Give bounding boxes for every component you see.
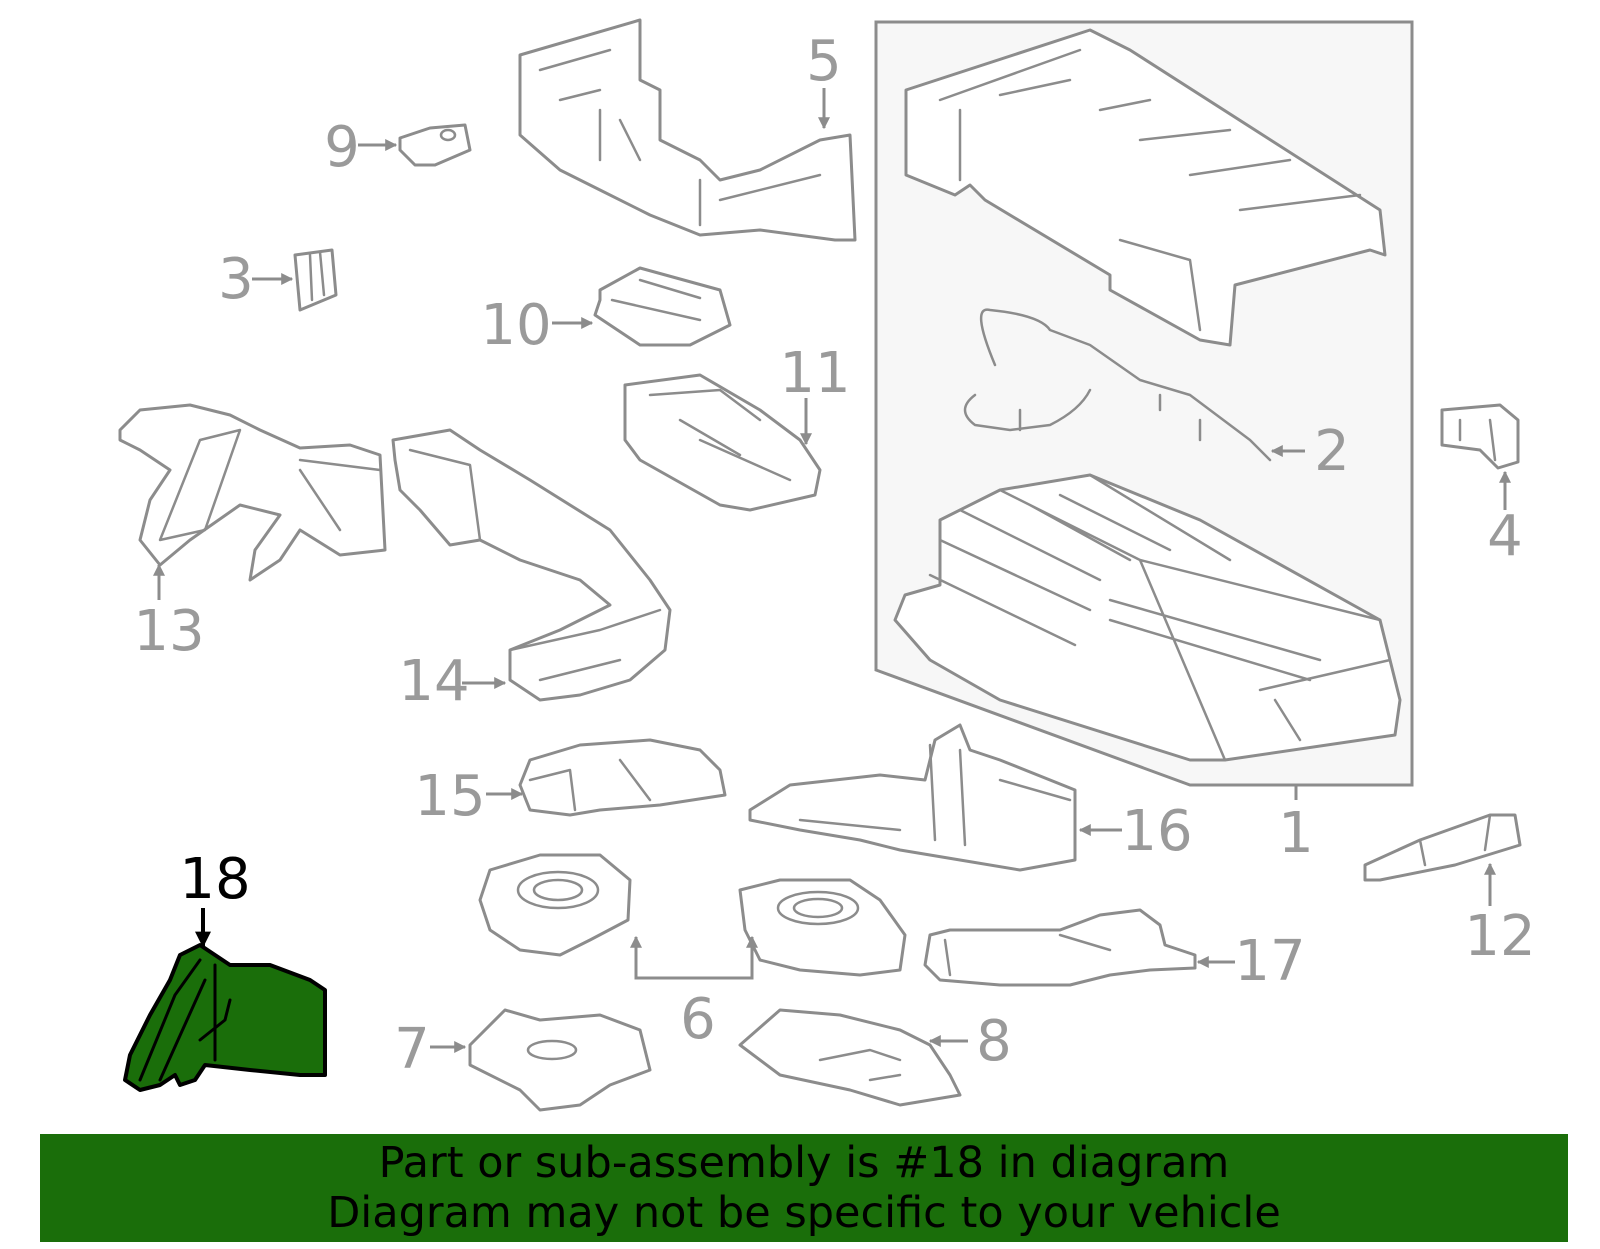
part-4-bracket — [1440, 403, 1520, 470]
part-wire-harness — [963, 308, 1272, 462]
callout-17: 17 — [1234, 929, 1305, 994]
callout-14: 14 — [398, 649, 469, 714]
part-15-duct — [518, 738, 727, 817]
callout-9: 9 — [324, 115, 360, 180]
callout-12: 12 — [1464, 904, 1535, 969]
part-10-module — [593, 266, 732, 347]
part-11-relay — [623, 373, 822, 512]
part-3-clip — [293, 248, 338, 312]
callout-2: 2 — [1314, 419, 1350, 484]
part-6-blowers — [478, 853, 907, 977]
part-9-clip — [398, 123, 472, 167]
part-info-banner: Part or sub-assembly is #18 in diagram D… — [40, 1134, 1568, 1242]
part-17-duct — [923, 908, 1197, 987]
part-8-plate — [738, 1008, 962, 1107]
callout-3: 3 — [218, 247, 254, 312]
callout-13: 13 — [133, 599, 204, 664]
part-18-highlighted — [123, 943, 327, 1092]
part-battery-cover — [904, 28, 1387, 347]
battery-assembly-group: 1 — [874, 20, 1414, 866]
callout-1: 1 — [1278, 801, 1314, 866]
callout-15: 15 — [414, 764, 485, 829]
part-14-duct — [391, 428, 672, 702]
part-7-plate — [468, 1008, 652, 1112]
callout-8: 8 — [976, 1009, 1012, 1074]
part-5-frame — [518, 18, 857, 242]
part-13-duct — [118, 403, 387, 582]
callout-4: 4 — [1487, 504, 1523, 569]
part-16-duct — [748, 723, 1077, 872]
callout-7: 7 — [394, 1017, 430, 1082]
callout-6: 6 — [680, 987, 716, 1052]
banner-line-1: Part or sub-assembly is #18 in diagram — [378, 1138, 1230, 1188]
part-12-bracket — [1363, 813, 1522, 882]
callout-18: 18 — [179, 847, 250, 912]
callout-5: 5 — [806, 29, 842, 94]
banner-line-2: Diagram may not be specific to your vehi… — [327, 1188, 1281, 1238]
callout-10: 10 — [480, 293, 551, 358]
callout-16: 16 — [1121, 799, 1192, 864]
callout-11: 11 — [779, 341, 850, 406]
